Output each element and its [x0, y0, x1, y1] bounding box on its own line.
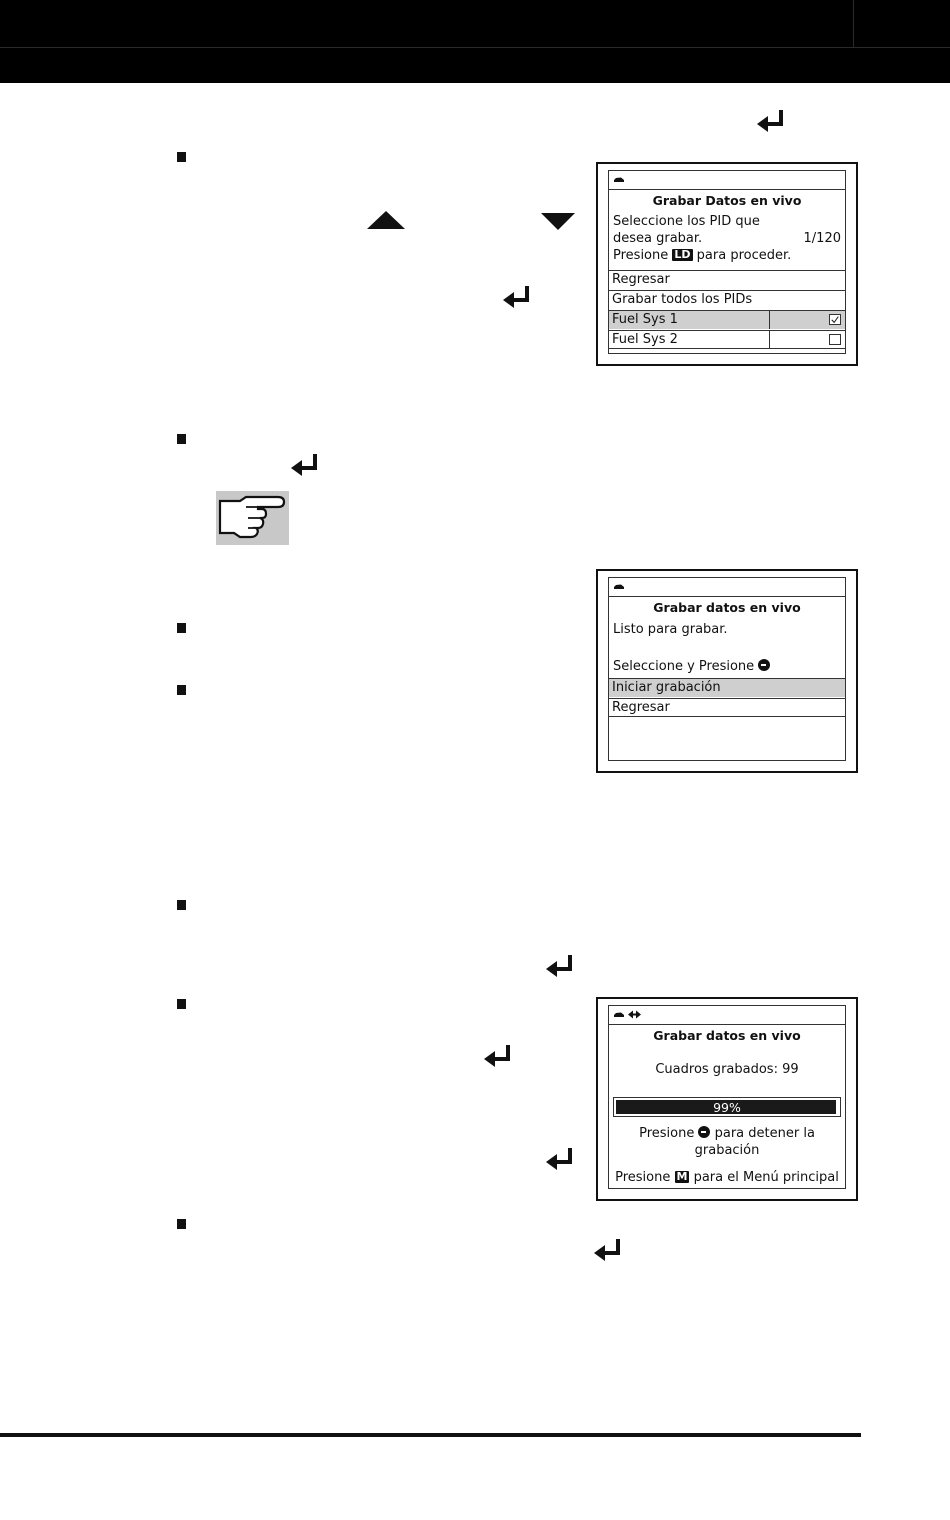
bullet-icon — [177, 999, 186, 1009]
pid-label: Fuel Sys 1 — [612, 312, 678, 327]
frames-recorded-text: Cuadros grabados: 99 — [655, 1062, 799, 1077]
menu-item-iniciar-grabacion[interactable]: Iniciar grabación — [609, 678, 845, 697]
bullet-icon — [177, 152, 186, 162]
menu-item-grabar-todos[interactable]: Grabar todos los PIDs — [609, 290, 845, 309]
lcd-display: Grabar datos en vivo Listo para grabar. … — [608, 577, 846, 761]
down-arrow-icon — [541, 213, 575, 230]
menu-item-label: Grabar todos los PIDs — [612, 292, 753, 307]
instruction-text: Presione — [613, 248, 669, 263]
column-divider — [769, 331, 770, 348]
enter-key-icon — [484, 1045, 510, 1067]
pid-row-fuel-sys-2[interactable]: Fuel Sys 2 — [609, 330, 845, 349]
enter-key-icon — [503, 286, 529, 308]
recording-progress-bar: 99% — [613, 1097, 841, 1117]
bullet-icon — [177, 685, 186, 695]
bullet-icon — [177, 900, 186, 910]
status-icon-bar — [609, 171, 845, 190]
bullet-icon — [177, 434, 186, 444]
pid-counter: 1/120 — [803, 231, 841, 246]
bullet-icon — [177, 623, 186, 633]
pid-row-fuel-sys-1[interactable]: Fuel Sys 1 — [609, 310, 845, 329]
screen-title: Grabar Datos en vivo — [652, 193, 802, 208]
vehicle-icon — [614, 177, 624, 182]
status-line: Listo para grabar. — [613, 622, 728, 637]
header-band — [0, 0, 950, 83]
enter-key-icon — [546, 955, 572, 977]
footer-rule — [0, 1433, 861, 1437]
header-tab-divider — [853, 0, 854, 47]
stop-instruction: Presione para detener la — [609, 1126, 845, 1141]
note-hand-icon — [216, 491, 289, 545]
instruction-text: Seleccione y Presione — [613, 659, 755, 674]
checkbox-icon[interactable] — [829, 334, 841, 345]
header-divider — [0, 47, 950, 48]
scanner-screen-ready: Grabar datos en vivo Listo para grabar. … — [596, 569, 858, 773]
vehicle-icon — [614, 584, 624, 589]
status-icon-bar — [609, 578, 845, 597]
instruction-text: para detener la — [714, 1126, 815, 1141]
menu-item-regresar[interactable]: Regresar — [609, 698, 845, 717]
menu-item-label: Regresar — [612, 700, 670, 715]
instruction-text: para proceder. — [696, 248, 792, 263]
column-divider — [769, 311, 770, 329]
enter-button-icon — [758, 659, 771, 671]
enter-button-icon — [698, 1126, 711, 1138]
enter-key-icon — [291, 454, 317, 476]
instruction-text: Presione — [639, 1126, 695, 1141]
vehicle-icon — [614, 1012, 624, 1017]
stop-instruction-line2: grabación — [694, 1143, 760, 1158]
up-arrow-icon — [367, 211, 405, 229]
pointing-hand-icon — [218, 495, 286, 539]
instruction-text: para el Menú principal — [693, 1170, 839, 1185]
checkbox-checked-icon[interactable] — [829, 314, 841, 325]
progress-percent: 99% — [713, 1100, 741, 1115]
screen-title: Grabar datos en vivo — [653, 600, 801, 615]
main-menu-instruction: Presione M para el Menú principal — [609, 1170, 845, 1185]
enter-key-icon — [546, 1148, 572, 1170]
m-key-icon: M — [674, 1170, 690, 1183]
instruction-line: Seleccione los PID que — [613, 214, 760, 229]
instruction-text: Presione — [615, 1170, 671, 1185]
menu-item-regresar[interactable]: Regresar — [609, 270, 845, 289]
enter-key-icon — [594, 1239, 620, 1261]
menu-item-label: Regresar — [612, 272, 670, 287]
instruction-line: Seleccione y Presione — [613, 659, 771, 674]
scanner-screen-pid-select: Grabar Datos en vivo Seleccione los PID … — [596, 162, 858, 366]
scanner-screen-recording: Grabar datos en vivo Cuadros grabados: 9… — [596, 997, 858, 1201]
lcd-display: Grabar Datos en vivo Seleccione los PID … — [608, 170, 846, 354]
lcd-display: Grabar datos en vivo Cuadros grabados: 9… — [608, 1005, 846, 1189]
status-icon-bar — [609, 1006, 845, 1025]
progress-fill — [616, 1100, 836, 1114]
link-arrows-icon — [628, 1010, 641, 1019]
bullet-icon — [177, 1219, 186, 1229]
menu-item-label: Iniciar grabación — [612, 680, 721, 695]
instruction-line: Presione LD para proceder. — [613, 248, 791, 263]
ld-key-icon: LD — [672, 248, 693, 261]
screen-title: Grabar datos en vivo — [653, 1028, 801, 1043]
instruction-line: desea grabar. — [613, 231, 703, 246]
enter-key-icon — [757, 110, 783, 132]
pid-label: Fuel Sys 2 — [612, 332, 678, 347]
